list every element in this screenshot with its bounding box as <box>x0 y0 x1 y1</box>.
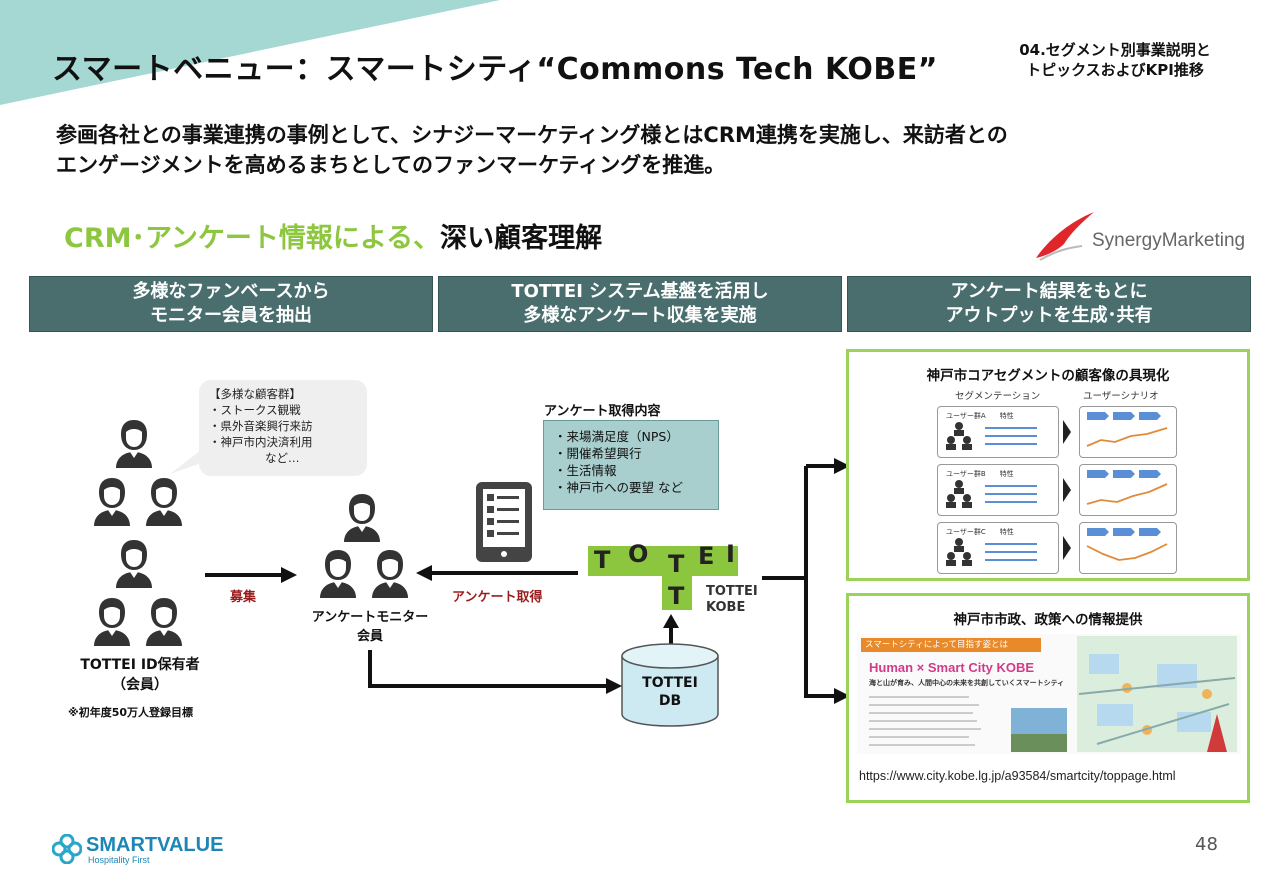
person-icon <box>342 492 382 542</box>
tottei-logo: T O T T E I <box>588 540 738 612</box>
crm-heading: CRM･アンケート情報による、深い顧客理解 <box>64 216 602 255</box>
members-label: TOTTEI ID保有者 （会員） <box>40 654 240 694</box>
tottei-letter: O <box>628 540 649 568</box>
monitor-to-db-arrow <box>368 650 622 694</box>
column-2-line2: 多様なアンケート収集を実施 <box>523 305 757 326</box>
survey-item: ・生活情報 <box>554 463 617 478</box>
column-header-1: 多様なファンベースからモニター会員を抽出 <box>29 276 433 332</box>
synergy-swoosh-icon <box>1036 212 1094 261</box>
monitor-label-line1: アンケートモニター <box>311 610 429 625</box>
segment-tag: ユーザー群A 特性 <box>946 412 1014 420</box>
monitor-label: アンケートモニター 会員 <box>300 606 440 644</box>
person-icon <box>370 548 410 598</box>
column-3-line2: アウトプットを生成･共有 <box>945 305 1153 326</box>
bubble-item: ・県外音楽興行来訪 <box>209 419 313 433</box>
scenario-heading: ユーザーシナリオ <box>1083 391 1159 402</box>
section-tag: 04.セグメント別事業説明と トピックスおよびKPI推移 <box>990 40 1240 80</box>
smartvalue-tagline: Hospitality First <box>88 855 150 865</box>
bubble-item: ・ストークス観戦 <box>209 403 301 417</box>
segment-scenario-graphics <box>946 420 1071 566</box>
survey-item: ・来場満足度（NPS） <box>554 429 679 444</box>
smartvalue-brand: SMARTVALUE <box>86 834 224 856</box>
tottei-wordmark-line1: TOTTEI <box>706 584 758 599</box>
synergy-logo-text: SynergyMarketing <box>1092 230 1246 251</box>
person-icon <box>318 548 358 598</box>
column-1-line1: 多様なファンベースから <box>132 281 330 302</box>
person-icon <box>114 538 154 588</box>
person-icon <box>92 476 132 526</box>
person-icon <box>114 418 154 468</box>
person-icon <box>92 596 132 646</box>
survey-acquire-label: アンケート取得 <box>452 590 543 605</box>
bubble-title: 【多様な顧客群】 <box>209 387 301 401</box>
lead-line2: エンゲージメントを高めるまちとしてのファンマーケティングを推進。 <box>56 153 726 177</box>
person-icon <box>144 476 184 526</box>
kobe-illustration <box>869 636 1237 752</box>
lead-text: 参画各社との事業連携の事例として、シナジーマーケティング様とはCRM連携を実施し… <box>56 120 1256 180</box>
kobe-headline: Human × Smart City KOBE <box>869 660 1035 675</box>
recruit-label: 募集 <box>230 590 257 605</box>
tottei-letter: T <box>594 546 611 574</box>
smartvalue-mark-icon <box>52 834 82 864</box>
person-icon <box>144 596 184 646</box>
survey-acquire-arrow <box>416 565 578 581</box>
customer-group-bubble: 【多様な顧客群】 ・ストークス観戦 ・県外音楽興行来訪 ・神戸市内決済利用 など… <box>199 380 367 476</box>
column-header-3: アンケート結果をもとにアウトプットを生成･共有 <box>847 276 1251 332</box>
tottei-letter: I <box>726 540 735 568</box>
corner-decoration <box>0 0 500 105</box>
kobe-policy-title: 神戸市市政、政策への情報提供 <box>953 612 1143 628</box>
core-segment-panel: 神戸市コアセグメントの顧客像の具現化 セグメンテーション ユーザーシナリオ ユー… <box>846 349 1250 581</box>
segment-tag: ユーザー群B 特性 <box>946 470 1014 478</box>
survey-item: ・開催希望興行 <box>554 446 642 461</box>
monitor-label-line2: 会員 <box>356 629 383 644</box>
page-title: スマートベニュー：スマートシティ“Commons Tech KOBE” <box>52 52 938 87</box>
database-icon <box>621 643 719 727</box>
tottei-letter: T <box>668 550 685 578</box>
members-label-line2: （会員） <box>112 677 168 693</box>
segment-tag: ユーザー群C 特性 <box>946 528 1014 536</box>
database-label-line1: TOTTEI <box>642 675 698 691</box>
database-label-line2: DB <box>658 693 682 709</box>
tottei-letter: E <box>698 542 715 570</box>
bubble-etc: など… <box>265 451 300 465</box>
members-target-note: ※初年度50万人登録目標 <box>68 706 194 719</box>
crm-heading-dark: 深い顧客理解 <box>440 223 603 254</box>
tottei-kobe-wordmark: TOTTEI KOBE <box>706 584 758 616</box>
bubble-item: ・神戸市内決済利用 <box>209 435 313 449</box>
kobe-policy-panel: 神戸市市政、政策への情報提供 スマートシティによって目指す姿とは Human ×… <box>846 593 1250 803</box>
page-number: 48 <box>1195 834 1218 855</box>
members-label-line1: TOTTEI ID保有者 <box>80 657 200 673</box>
output-branch-arrows <box>762 458 850 704</box>
lead-line1: 参画各社との事業連携の事例として、シナジーマーケティング様とはCRM連携を実施し… <box>56 123 1008 147</box>
section-tag-line2: トピックスおよびKPI推移 <box>1026 61 1204 79</box>
survey-contents-box: ・来場満足度（NPS） ・開催希望興行 ・生活情報 ・神戸市への要望 など <box>543 420 719 510</box>
database-label: TOTTEI DB <box>620 674 720 710</box>
kobe-smartcity-url[interactable]: https://www.city.kobe.lg.jp/a93584/smart… <box>859 769 1176 783</box>
kobe-subline: 海と山が育み、人間中心の未来を共創していくスマートシティ <box>869 679 1065 687</box>
scenario-trend-lines <box>1086 412 1168 561</box>
segment-row: ユーザー群A 特性 <box>937 406 1059 458</box>
section-tag-line1: 04.セグメント別事業説明と <box>1019 41 1211 59</box>
kobe-banner: スマートシティによって目指す姿とは <box>861 638 1041 652</box>
tablet-survey-icon <box>476 482 532 562</box>
survey-item: ・神戸市への要望 など <box>554 480 683 495</box>
synergy-marketing-logo: SynergyMarketing <box>1030 208 1260 264</box>
recruit-arrow <box>205 567 297 583</box>
tottei-wordmark-line2: KOBE <box>706 600 746 615</box>
survey-contents-title: アンケート取得内容 <box>544 404 661 419</box>
column-2-line1: TOTTEI システム基盤を活用し <box>511 281 769 302</box>
segmentation-heading: セグメンテーション <box>955 391 1041 402</box>
kobe-smartcity-screenshot: スマートシティによって目指す姿とは Human × Smart City KOB… <box>857 634 1241 754</box>
column-1-line2: モニター会員を抽出 <box>149 305 312 326</box>
crm-heading-green: CRM･アンケート情報による、 <box>64 223 441 254</box>
core-segment-title: 神戸市コアセグメントの顧客像の具現化 <box>926 368 1170 384</box>
column-header-2: TOTTEI システム基盤を活用し多様なアンケート収集を実施 <box>438 276 842 332</box>
tottei-letter: T <box>668 582 685 610</box>
column-3-line1: アンケート結果をもとに <box>950 281 1148 302</box>
